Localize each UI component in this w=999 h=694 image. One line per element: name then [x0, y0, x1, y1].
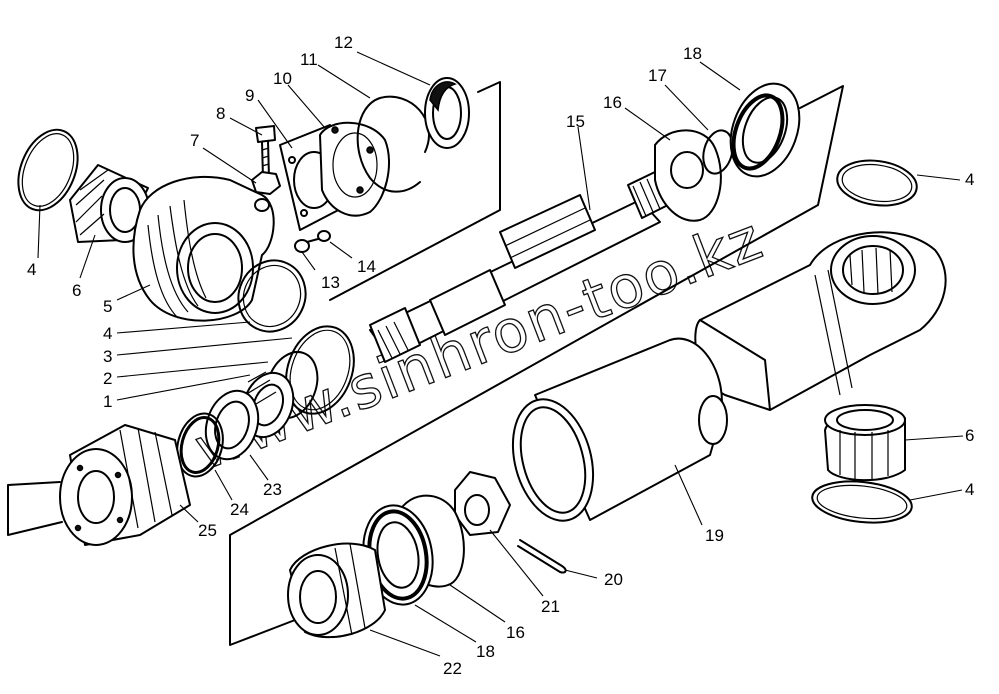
callout-17: 17: [648, 66, 667, 85]
callout-8: 8: [216, 104, 225, 123]
small-screw: [294, 238, 319, 253]
callout-20: 20: [604, 570, 623, 589]
callout-18-upper: 18: [683, 44, 702, 63]
bracket-upper-group: [329, 81, 501, 301]
callout-15: 15: [566, 112, 585, 131]
callout-24: 24: [230, 500, 249, 519]
callout-9: 9: [245, 86, 254, 105]
callout-21: 21: [541, 597, 560, 616]
nut: [251, 171, 281, 195]
callout-22: 22: [443, 659, 462, 678]
wiper-ring: [176, 412, 224, 478]
cylinder-tube: [511, 337, 728, 522]
callout-11: 11: [300, 50, 318, 69]
snap-ring-upper: [356, 95, 430, 193]
bracket-left-group: [7, 481, 63, 536]
callout-4-right-bottom: 4: [965, 480, 974, 499]
callout-1: 1: [103, 392, 112, 411]
callout-2: 2: [103, 369, 112, 388]
callout-4-right-top: 4: [965, 170, 974, 189]
callout-4-left: 4: [27, 260, 36, 279]
callout-13: 13: [321, 273, 340, 292]
head-eye-housing: [132, 175, 275, 322]
retaining-ring-left: [17, 128, 79, 212]
callout-7: 7: [190, 131, 199, 150]
bushing-right: [824, 404, 906, 482]
callout-23: 23: [263, 480, 282, 499]
callout-4-middle: 4: [103, 324, 112, 343]
retaining-ring-right-bottom: [811, 480, 913, 524]
callout-25: 25: [198, 521, 217, 540]
callout-6-left: 6: [72, 281, 81, 300]
callout-10: 10: [273, 69, 292, 88]
callout-19: 19: [705, 526, 724, 545]
bracket-lower-group: [229, 85, 844, 646]
callout-6-right: 6: [965, 426, 974, 445]
callout-labels: 4 6 5 4 3 2 1 7 8 9 10 11 12 13 14 15 16…: [27, 33, 974, 678]
castle-nut: [454, 471, 511, 536]
callout-14: 14: [357, 257, 376, 276]
piston-rod: [369, 171, 669, 363]
callout-12: 12: [334, 33, 353, 52]
callout-5: 5: [103, 297, 112, 316]
bolt: [255, 125, 276, 179]
rod-eye: [694, 231, 947, 411]
callout-16-upper: 16: [603, 93, 622, 112]
cover-disc: [319, 121, 391, 217]
callout-16-lower: 16: [506, 623, 525, 642]
retaining-ring-middle: [237, 259, 307, 333]
end-cap: [59, 424, 191, 546]
leader-lines: [37, 51, 964, 657]
seal-ring-upper: [424, 77, 470, 149]
bearing-upper: [729, 82, 801, 178]
cotter-pin: [517, 539, 567, 574]
retaining-ring-right-top: [836, 159, 918, 207]
small-washer: [317, 230, 331, 242]
collar-nut: [287, 542, 386, 639]
callout-3: 3: [103, 347, 112, 366]
callout-18-lower: 18: [476, 642, 495, 661]
